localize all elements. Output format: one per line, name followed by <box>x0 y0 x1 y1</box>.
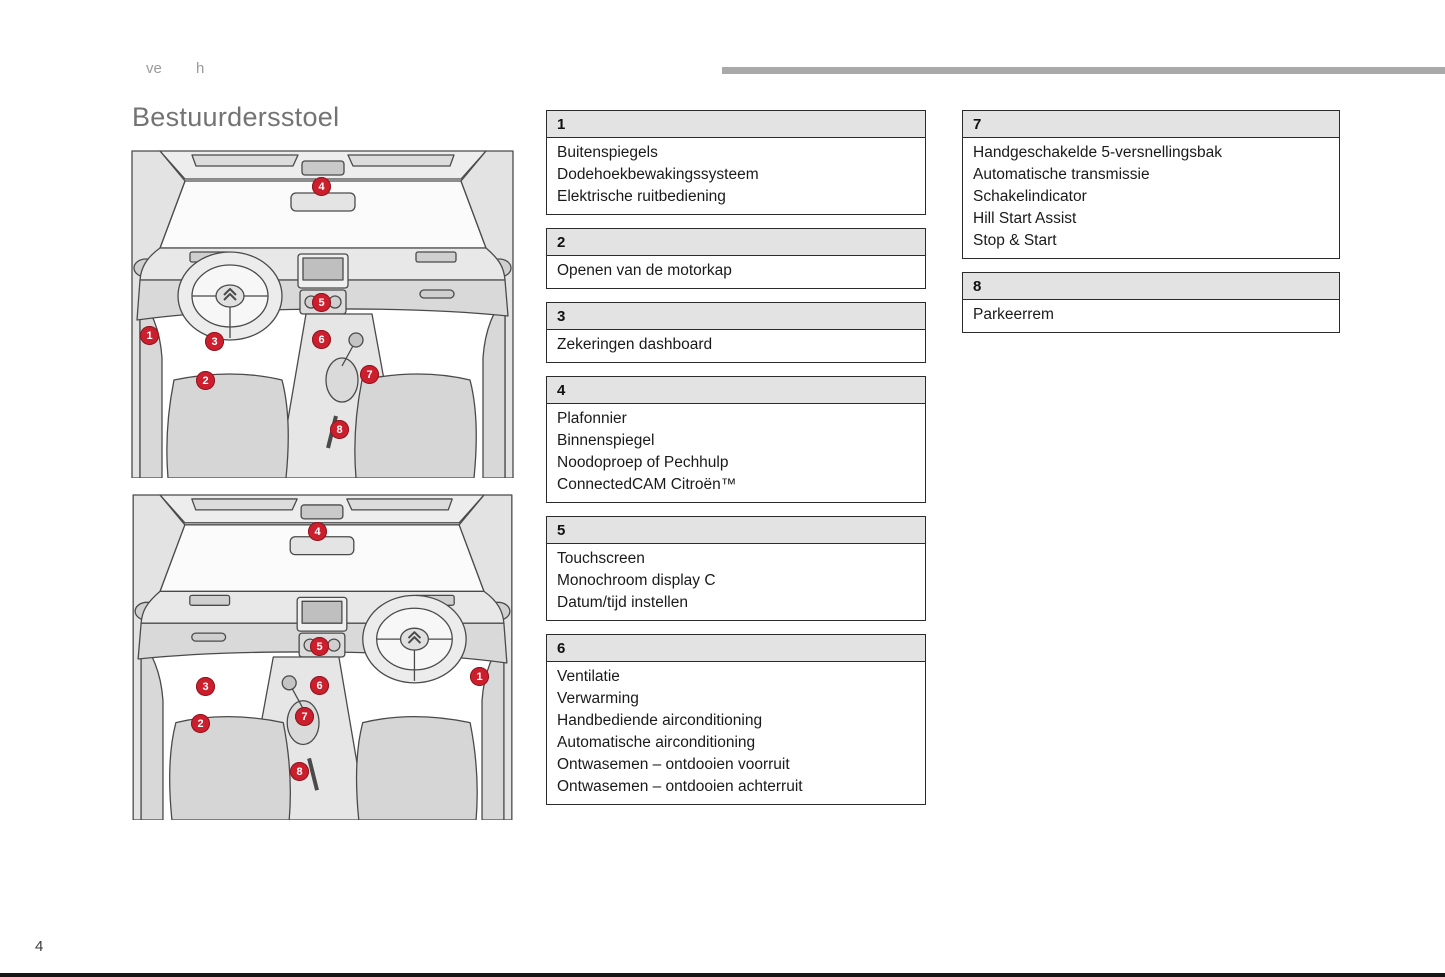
legend-item: Buitenspiegels <box>557 144 658 161</box>
legend-body-6: Ventilatie Verwarming Handbediende airco… <box>546 662 926 805</box>
legend-item: Stop & Start <box>973 232 1057 249</box>
legend-item: Touchscreen <box>557 550 645 567</box>
legend-table-8: 8 Parkeerrem <box>962 272 1340 333</box>
legend-table-5: 5 Touchscreen Monochroom display C Datum… <box>546 516 926 621</box>
legend-item: Automatische transmissie <box>973 166 1150 183</box>
marker-5-front: 5 <box>312 293 331 312</box>
marker-5-rear: 5 <box>310 637 329 656</box>
marker-7-rear: 7 <box>295 707 314 726</box>
page-bottom-rule <box>0 973 1445 977</box>
marker-8-rear: 8 <box>290 762 309 781</box>
marker-3-rear: 3 <box>196 677 215 696</box>
marker-6-front: 6 <box>312 330 331 349</box>
legend-table-6: 6 Ventilatie Verwarming Handbediende air… <box>546 634 926 805</box>
legend-number-7: 7 <box>962 110 1340 138</box>
marker-6-rear: 6 <box>310 676 329 695</box>
legend-item: Plafonnier <box>557 410 627 427</box>
legend-table-4: 4 Plafonnier Binnenspiegel Noodoproep of… <box>546 376 926 503</box>
legend-column-right: 7 Handgeschakelde 5-versnellingsbak Auto… <box>962 110 1340 346</box>
legend-table-2: 2 Openen van de motorkap <box>546 228 926 289</box>
legend-table-7: 7 Handgeschakelde 5-versnellingsbak Auto… <box>962 110 1340 259</box>
dashboard-art-rhd <box>131 492 514 820</box>
legend-table-1: 1 Buitenspiegels Dodehoekbewakingssystee… <box>546 110 926 215</box>
legend-item: Monochroom display C <box>557 572 716 589</box>
marker-1-rear: 1 <box>470 667 489 686</box>
legend-number-4: 4 <box>546 376 926 404</box>
legend-number-6: 6 <box>546 634 926 662</box>
legend-item: Parkeerrem <box>973 306 1054 323</box>
legend-item: Noodoproep of Pechhulp <box>557 454 729 471</box>
legend-item: Automatische airconditioning <box>557 734 756 751</box>
legend-number-3: 3 <box>546 302 926 330</box>
legend-table-3: 3 Zekeringen dashboard <box>546 302 926 363</box>
dashboard-illustration-lhd: 1 2 3 4 5 6 7 8 <box>130 148 515 478</box>
legend-item: Handgeschakelde 5-versnellingsbak <box>973 144 1223 161</box>
legend-body-7: Handgeschakelde 5-versnellingsbak Automa… <box>962 138 1340 259</box>
marker-1-front: 1 <box>140 326 159 345</box>
legend-item: Ventilatie <box>557 668 620 685</box>
legend-column-middle: 1 Buitenspiegels Dodehoekbewakingssystee… <box>546 110 926 818</box>
legend-item: Elektrische ruitbediening <box>557 188 726 205</box>
legend-item: Openen van de motorkap <box>557 262 732 279</box>
page-title: Bestuurdersstoel <box>132 102 340 132</box>
legend-body-2: Openen van de motorkap <box>546 256 926 289</box>
page-number: 4 <box>35 938 44 955</box>
marker-2-rear: 2 <box>191 714 210 733</box>
marker-2-front: 2 <box>196 371 215 390</box>
legend-item: Ontwasemen – ontdooien voorruit <box>557 756 790 773</box>
marker-3-front: 3 <box>205 332 224 351</box>
legend-item: Datum/tijd instellen <box>557 594 688 611</box>
dashboard-illustration-rhd: 1 2 3 4 5 6 7 8 <box>130 492 515 820</box>
dashboard-art-lhd <box>130 149 515 478</box>
legend-body-4: Plafonnier Binnenspiegel Noodoproep of P… <box>546 404 926 503</box>
header-fragment-right: h <box>196 60 205 77</box>
legend-number-2: 2 <box>546 228 926 256</box>
legend-number-8: 8 <box>962 272 1340 300</box>
legend-body-5: Touchscreen Monochroom display C Datum/t… <box>546 544 926 621</box>
legend-item: Binnenspiegel <box>557 432 655 449</box>
legend-item: Dodehoekbewakingssysteem <box>557 166 759 183</box>
legend-item: Verwarming <box>557 690 639 707</box>
legend-body-1: Buitenspiegels Dodehoekbewakingssysteem … <box>546 138 926 215</box>
marker-4-front: 4 <box>312 177 331 196</box>
legend-item: Ontwasemen – ontdooien achterruit <box>557 778 803 795</box>
header-accent-bar <box>722 67 1445 74</box>
legend-item: ConnectedCAM Citroën™ <box>557 476 737 493</box>
legend-number-1: 1 <box>546 110 926 138</box>
marker-8-front: 8 <box>330 420 349 439</box>
legend-number-5: 5 <box>546 516 926 544</box>
legend-item: Handbediende airconditioning <box>557 712 763 729</box>
legend-item: Zekeringen dashboard <box>557 336 713 353</box>
marker-4-rear: 4 <box>308 522 327 541</box>
legend-body-3: Zekeringen dashboard <box>546 330 926 363</box>
header-fragment-left: ve <box>146 60 162 77</box>
legend-item: Schakelindicator <box>973 188 1087 205</box>
legend-item: Hill Start Assist <box>973 210 1077 227</box>
marker-7-front: 7 <box>360 365 379 384</box>
legend-body-8: Parkeerrem <box>962 300 1340 333</box>
